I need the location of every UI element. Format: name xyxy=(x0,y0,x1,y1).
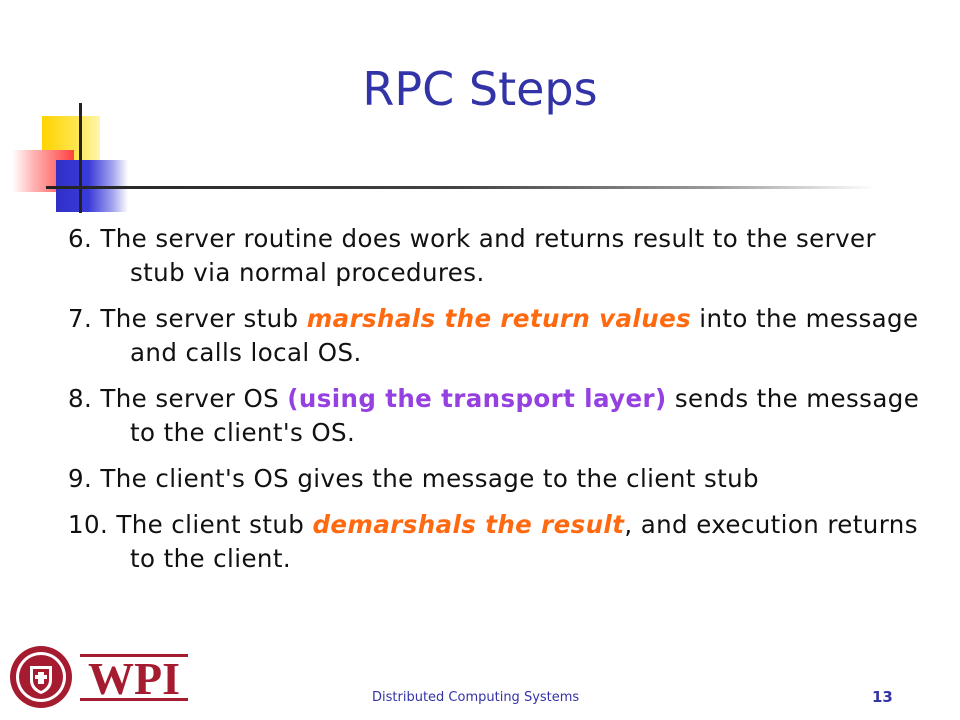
list-item-text: 10. The client stub xyxy=(68,510,313,539)
list-item: 8. The server OS (using the transport la… xyxy=(68,382,938,450)
list-item: 7. The server stub marshals the return v… xyxy=(68,302,938,370)
list-item-text: , and execution returns to the client. xyxy=(130,510,918,573)
highlighted-phrase: (using the transport layer) xyxy=(287,384,667,413)
list-item: 9. The client's OS gives the message to … xyxy=(68,462,938,496)
page-number: 13 xyxy=(872,688,893,706)
footer-course-title: Distributed Computing Systems xyxy=(372,690,580,705)
list-item: 6. The server routine does work and retu… xyxy=(68,222,938,290)
list-item-text: into the message and calls local OS. xyxy=(130,304,919,367)
wpi-logo: WPI xyxy=(80,653,188,704)
list-item-text: sends the message to the client's OS. xyxy=(130,384,920,447)
list-item: 10. The client stub demarshals the resul… xyxy=(68,508,938,576)
list-item-text: 9. The client's OS gives the message to … xyxy=(68,464,760,493)
decorative-vertical-line xyxy=(79,103,82,213)
title-divider-line xyxy=(46,186,876,189)
highlighted-phrase: demarshals the result xyxy=(312,510,625,539)
list-item-text: 8. The server OS xyxy=(68,384,288,413)
list-item-text: 7. The server stub xyxy=(68,304,307,333)
highlighted-phrase: marshals the return values xyxy=(306,304,692,333)
slide-body: 6. The server routine does work and retu… xyxy=(68,222,938,588)
wpi-logo-text: WPI xyxy=(88,653,180,704)
wpi-seal-icon xyxy=(10,646,72,708)
slide-title: RPC Steps xyxy=(362,62,598,116)
list-item-text: 6. The server routine does work and retu… xyxy=(68,224,876,287)
